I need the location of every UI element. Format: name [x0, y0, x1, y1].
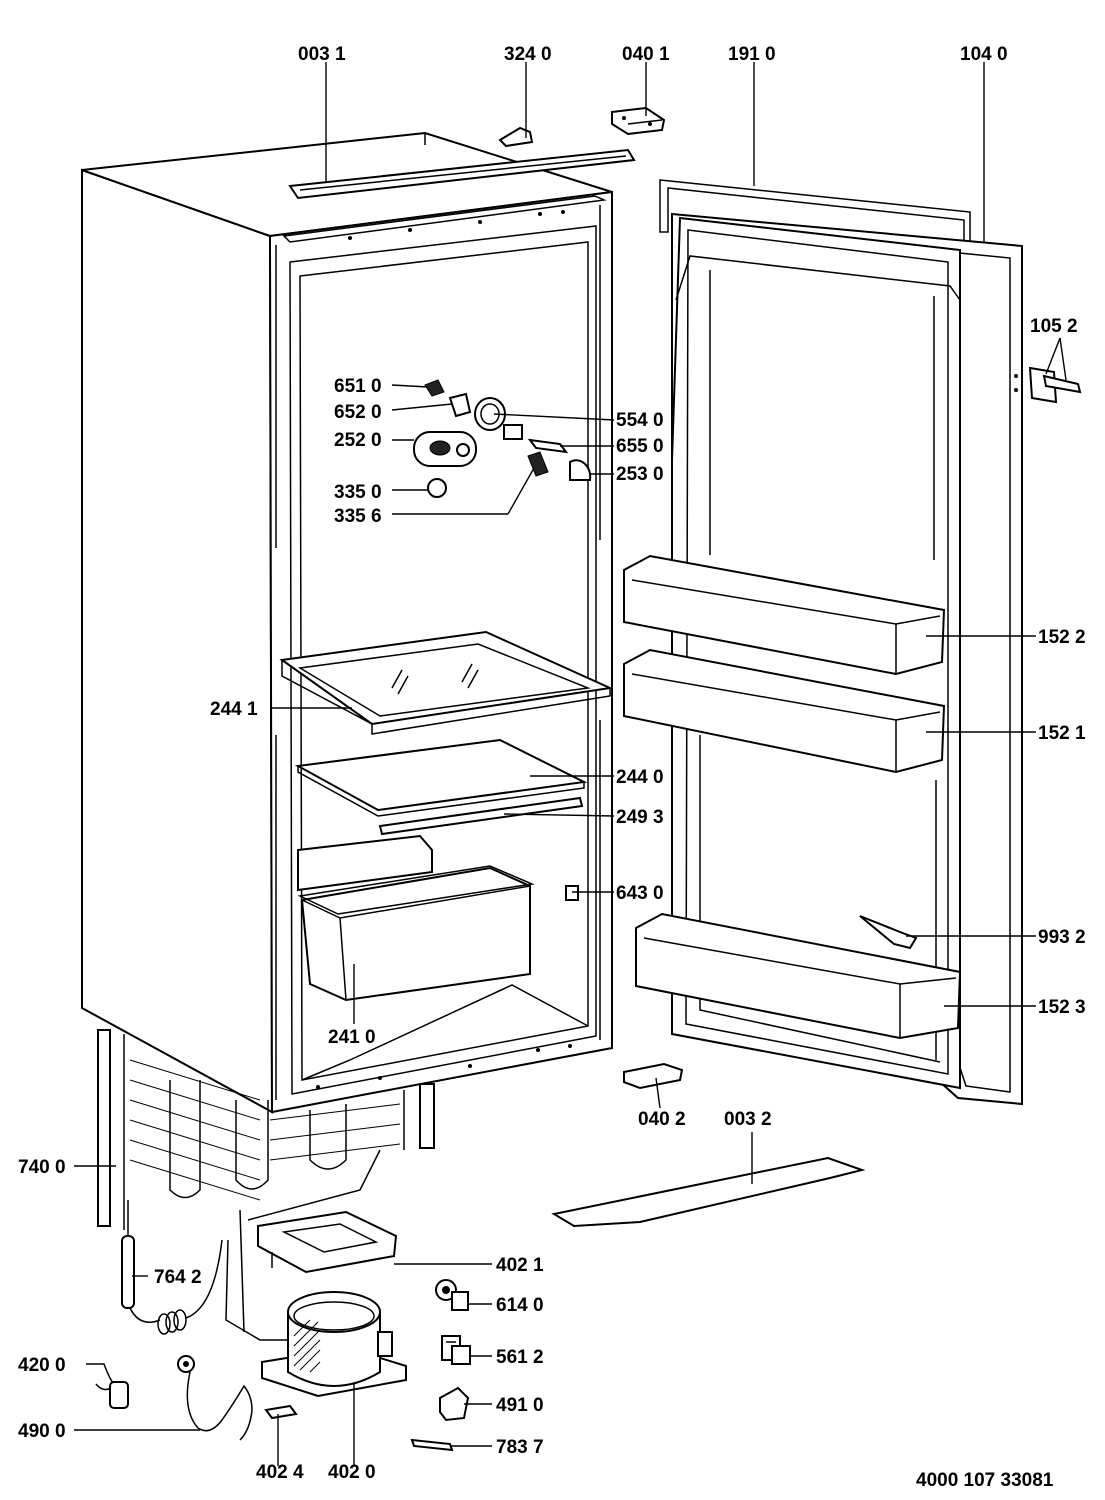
label-3356: 335 6	[334, 506, 382, 527]
thermostat-capillary	[121, 1200, 223, 1335]
label-4020: 402 0	[328, 1462, 376, 1483]
label-2410: 241 0	[328, 1027, 376, 1048]
label-4900: 490 0	[18, 1421, 66, 1442]
label-5612: 561 2	[496, 1347, 544, 1368]
label-0401: 040 1	[622, 44, 670, 65]
door-hinge	[1014, 366, 1082, 404]
label-3240: 324 0	[504, 44, 552, 65]
drawing-number: 4000 107 33081	[916, 1470, 1054, 1491]
label-4200: 420 0	[18, 1355, 66, 1376]
label-6510: 651 0	[334, 376, 382, 397]
label-0402: 040 2	[638, 1109, 686, 1130]
label-4024: 402 4	[256, 1462, 304, 1483]
shelf-strip	[378, 796, 584, 836]
label-4910: 491 0	[496, 1395, 544, 1416]
drip-tray	[257, 1210, 398, 1274]
label-2493: 249 3	[616, 807, 664, 828]
label-9932: 993 2	[1038, 927, 1086, 948]
label-1522: 152 2	[1038, 627, 1086, 648]
power-cord	[177, 1355, 253, 1441]
part-783-7	[410, 1438, 454, 1452]
leader-lines	[74, 62, 1067, 1466]
bottom-hinge-bracket	[623, 1062, 684, 1090]
glass-shelf-lower	[294, 738, 588, 817]
label-1910: 191 0	[728, 44, 776, 65]
label-6520: 652 0	[334, 402, 382, 423]
light-assembly	[413, 379, 592, 498]
door-bin-152-3	[635, 912, 962, 1040]
bottom-trim-strip	[551, 1156, 866, 1228]
label-0031: 003 1	[298, 44, 346, 65]
label-7837: 783 7	[496, 1437, 544, 1458]
label-4021: 402 1	[496, 1255, 544, 1276]
label-7642: 764 2	[154, 1267, 202, 1288]
label-1052: 105 2	[1030, 316, 1078, 337]
label-5540: 554 0	[616, 410, 664, 431]
label-2441: 244 1	[210, 699, 258, 720]
label-1521: 152 1	[1038, 723, 1086, 744]
label-6140: 614 0	[496, 1295, 544, 1316]
label-6550: 655 0	[616, 436, 664, 457]
label-2530: 253 0	[616, 464, 664, 485]
part-561-2	[441, 1335, 471, 1365]
label-3350: 335 0	[334, 482, 382, 503]
top-hinge-bracket	[611, 106, 666, 136]
label-6430: 643 0	[616, 883, 664, 904]
label-1040: 104 0	[960, 44, 1008, 65]
glass-shelf-top	[279, 630, 614, 735]
screw-dots	[316, 210, 572, 1089]
part-643-0	[565, 885, 579, 901]
top-trim-strip	[288, 148, 636, 200]
refrigerant-tubing	[225, 1149, 381, 1341]
part-491-0	[439, 1386, 470, 1422]
crisper-drawer	[297, 865, 535, 1002]
part-402-4	[264, 1404, 298, 1420]
door-bin-152-1	[623, 648, 946, 774]
label-2520: 252 0	[334, 430, 382, 451]
compressor	[261, 1291, 407, 1398]
part-614-0	[435, 1279, 469, 1311]
door-bin-152-2	[623, 554, 946, 676]
part-420-0	[86, 1363, 129, 1409]
part-324-0	[498, 126, 534, 148]
condenser	[97, 1029, 435, 1230]
label-0032: 003 2	[724, 1109, 772, 1130]
label-7400: 740 0	[18, 1157, 66, 1178]
label-2440: 244 0	[616, 767, 664, 788]
label-1523: 152 3	[1038, 997, 1086, 1018]
part-993-2	[859, 915, 918, 950]
